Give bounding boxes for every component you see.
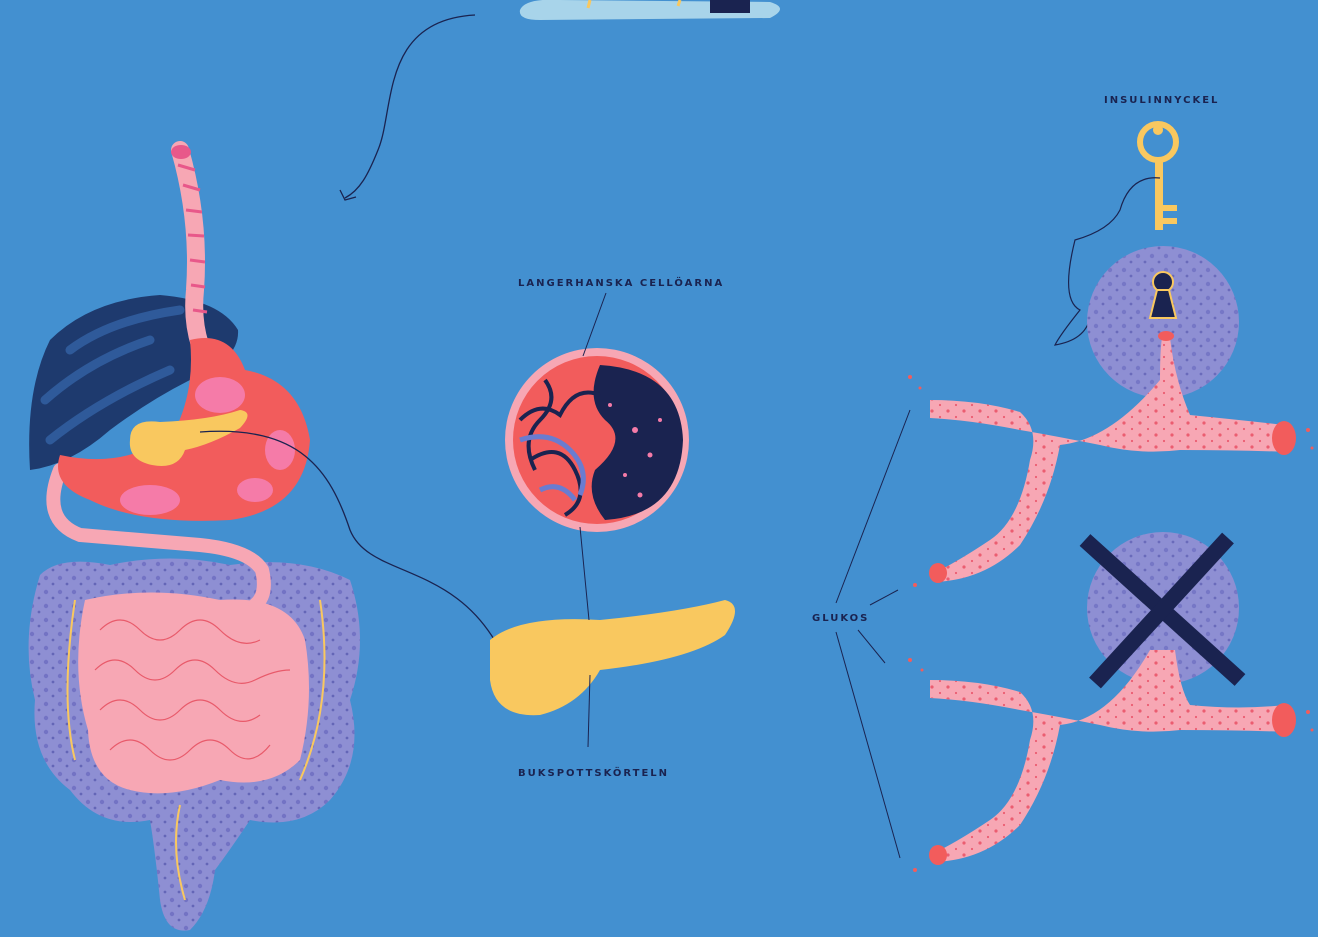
blood-vessel-bottom <box>908 650 1314 872</box>
islet-cluster <box>505 348 689 532</box>
digestive-system <box>29 145 360 931</box>
arrow-top-to-body <box>340 15 475 200</box>
pancreas-large <box>490 600 735 715</box>
label-glucose: GLUKOS <box>812 613 869 624</box>
top-partial-figure <box>520 0 780 20</box>
label-islets-of-langerhans: LANGERHANSKA CELLÖARNA <box>518 278 724 289</box>
label-pancreas: BUKSPOTTSKÖRTELN <box>518 768 669 779</box>
small-intestine <box>78 593 309 794</box>
label-insulin-key: INSULINNYCKEL <box>1104 95 1219 106</box>
